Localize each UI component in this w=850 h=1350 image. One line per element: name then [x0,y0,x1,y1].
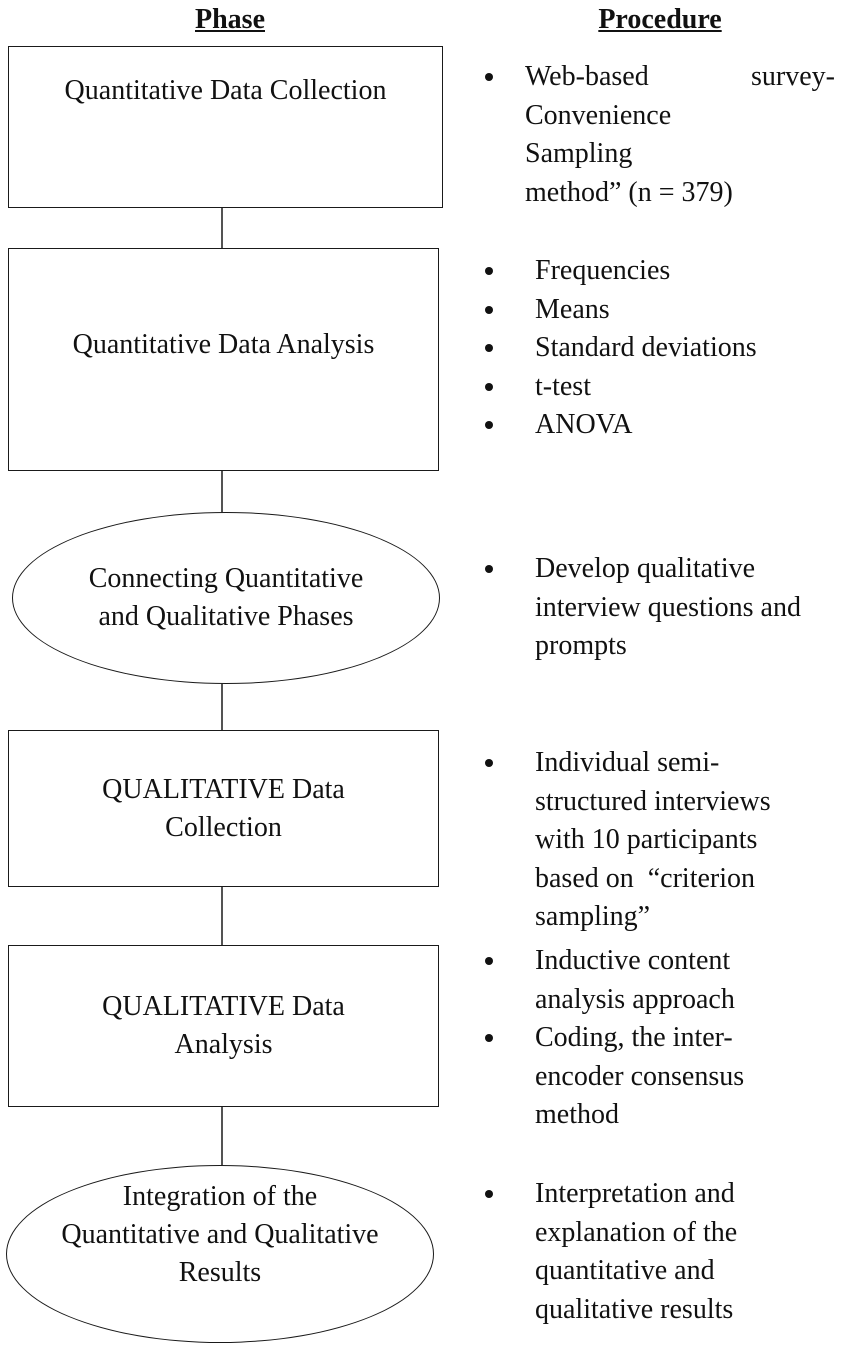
procedure-line: Frequencies [535,255,671,286]
procedure-line: encoder consensus [535,1060,745,1092]
procedure-list-connecting: Develop qualitative interview questions … [485,550,835,666]
procedure-line: qualitative results [535,1293,734,1325]
procedure-list-collection: Web-based survey- Convenience Sampling me… [485,58,835,212]
procedure-list-analysis: Frequencies Means Standard deviations t-… [485,252,835,445]
procedure-list-qual-analysis: Inductive content analysis approach Codi… [485,942,835,1135]
procedure-item: Frequencies [485,252,835,291]
procedure-line: explanation of the [535,1216,738,1248]
procedure-word: Web-based [525,61,649,92]
procedure-line: Means [535,293,610,325]
procedure-item: Standard deviations [485,329,835,368]
phase-connecting-quantitative-qualitative: Connecting Quantitative and Qualitative … [12,512,440,684]
procedure-item: Develop qualitative interview questions … [485,550,835,666]
procedure-line: Individual semi- [535,747,720,778]
phase-qualitative-data-collection: QUALITATIVE Data Collection [8,730,439,887]
procedure-line: interview questions and [535,591,801,623]
procedure-line: prompts [535,630,627,661]
phase-label-line: Collection [165,811,282,843]
procedure-item: Means [485,291,835,330]
phase-label-line: Quantitative and Qualitative [61,1219,379,1250]
procedure-word: survey- [751,61,835,92]
procedure-item: Coding, the inter- encoder consensus met… [485,1019,835,1135]
procedure-item: Interpretation and explanation of the qu… [485,1175,835,1329]
procedure-line: Standard deviations [535,332,757,363]
phase-label-line: Results [178,1257,262,1288]
procedure-item: Inductive content analysis approach [485,942,835,1019]
procedure-line: Sampling [525,138,633,169]
procedure-list-integration: Interpretation and explanation of the qu… [485,1175,835,1329]
phase-label-line: QUALITATIVE Data [102,991,345,1022]
procedure-item: Web-based survey- Convenience Sampling me… [485,58,835,212]
procedure-line: Develop qualitative [535,553,756,584]
procedure-line: structured interviews [535,785,771,817]
phase-label-line: and Qualitative Phases [98,601,354,632]
procedure-line: Convenience [525,99,672,131]
phase-quantitative-data-collection: Quantitative Data Collection [8,46,443,208]
procedure-item: Individual semi- structured interviews w… [485,744,835,937]
phase-label-line: Connecting Quantitative [88,563,364,594]
procedure-line: ANOVA [535,409,633,440]
procedure-list-qual-collection: Individual semi- structured interviews w… [485,744,835,937]
phase-label: Quantitative Data Collection [64,75,387,106]
procedure-item: t-test [485,368,835,407]
procedure-item: ANOVA [485,406,835,445]
phase-label-line: Integration of the [122,1181,318,1212]
phase-column-header: Phase [195,4,265,35]
procedure-line: sampling” [535,901,651,932]
phase-qualitative-data-analysis: QUALITATIVE Data Analysis [8,945,439,1107]
phase-label: Quantitative Data Analysis [72,328,375,360]
procedure-line: method [535,1099,619,1130]
procedure-line: t-test [535,370,591,402]
procedure-line: Coding, the inter- [535,1022,733,1053]
procedure-line: Inductive content [535,945,731,976]
procedure-line: Interpretation and [535,1178,735,1209]
procedure-column-header: Procedure [598,4,722,35]
procedure-line: based on “criterion [535,862,756,894]
phase-integration-results: Integration of the Quantitative and Qual… [6,1165,434,1343]
procedure-line: Web-based survey- [525,58,835,97]
phase-label-line: QUALITATIVE Data [102,773,345,805]
procedure-line: analysis approach [535,983,735,1015]
procedure-line: method” (n = 379) [525,176,733,208]
procedure-line: with 10 participants [535,824,758,855]
procedure-line: quantitative and [535,1255,715,1286]
phase-quantitative-data-analysis: Quantitative Data Analysis [8,248,439,471]
phase-label-line: Analysis [174,1029,273,1060]
